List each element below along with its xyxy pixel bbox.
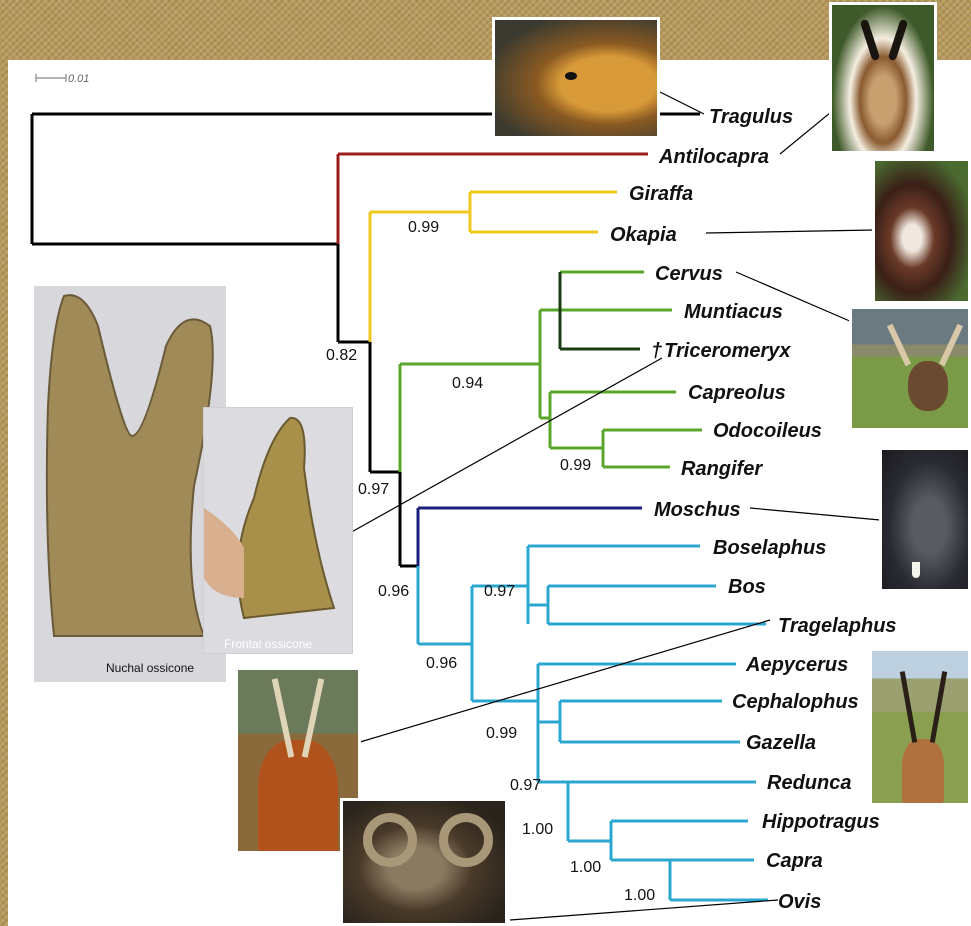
nuchal-ossicone-caption: Nuchal ossicone [106,661,194,675]
branches-giraffidae [370,192,617,342]
frontal-ossicone-shape [204,408,353,654]
taxon-label-giraffa: Giraffa [629,183,693,205]
taxon-label-odocoileus: Odocoileus [713,420,822,442]
support-cervid-moschid-bovid: 0.97 [358,481,389,498]
taxon-label-cephalophus: Cephalophus [732,691,859,713]
support-moschid-bovid: 0.96 [378,583,409,600]
okapia-photo [872,158,971,304]
taxon-label-capreolus: Capreolus [688,382,786,404]
support-antilopinae: 0.99 [486,725,517,742]
taxon-label-bos: Bos [728,576,766,598]
taxon-label-hippotragus: Hippotragus [762,811,880,833]
branches-moschidae [418,508,642,566]
taxon-label-moschus: Moschus [654,499,741,521]
taxon-label-capra: Capra [766,850,823,872]
taxon-label-boselaphus: Boselaphus [713,537,826,559]
ovis-photo [340,798,508,926]
support-caprinae-1: 1.00 [522,821,553,838]
scale-bar: 0.01 [36,73,89,85]
support-cervidae: 0.94 [452,375,483,392]
taxon-label-triceromeryx: †Triceromeryx [651,340,791,362]
connector-lines [348,92,886,920]
support-bovini: 0.97 [484,583,515,600]
support-caprinae-3: 1.00 [624,887,655,904]
taxon-label-okapia: Okapia [610,224,677,246]
frontal-ossicone-photo: Frontal ossicone [203,407,353,654]
taxon-label-gazella: Gazella [746,732,816,754]
tragulus-photo [492,17,660,139]
support-giraffidae: 0.99 [408,219,439,236]
moschus-photo [879,447,971,592]
support-bovidae: 0.96 [426,655,457,672]
aepycerus-photo [869,648,971,806]
frontal-ossicone-caption: Frontal ossicone [224,637,312,651]
antilocapra-photo [829,2,937,154]
taxon-label-cervus: Cervus [655,263,723,285]
taxon-label-tragelaphus: Tragelaphus [778,615,897,637]
taxon-label-aepycerus: Aepycerus [745,654,848,676]
nuchal-ossicone-photo: Nuchal ossicone [34,286,226,682]
nuchal-ossicone-shape [34,286,226,682]
support-capreolinae: 0.99 [560,457,591,474]
taxon-labels: Tragulus Antilocapra Giraffa Okapia Cerv… [610,106,897,913]
branches-cervidae [400,272,702,472]
scale-bar-label: 0.01 [68,73,89,85]
taxon-label-antilocapra: Antilocapra [658,146,769,168]
extinct-dagger: † [651,340,662,362]
taxon-label-muntiacus: Muntiacus [684,301,783,323]
taxon-label-tragulus: Tragulus [709,106,793,128]
cervus-photo [849,306,971,431]
support-cephalophini: 0.97 [510,777,541,794]
taxon-label-rangifer: Rangifer [681,458,763,480]
taxon-label-ovis: Ovis [778,891,821,913]
support-caprinae-2: 1.00 [570,859,601,876]
support-pecora-core: 0.82 [326,347,357,364]
taxon-label-redunca: Redunca [767,772,851,794]
